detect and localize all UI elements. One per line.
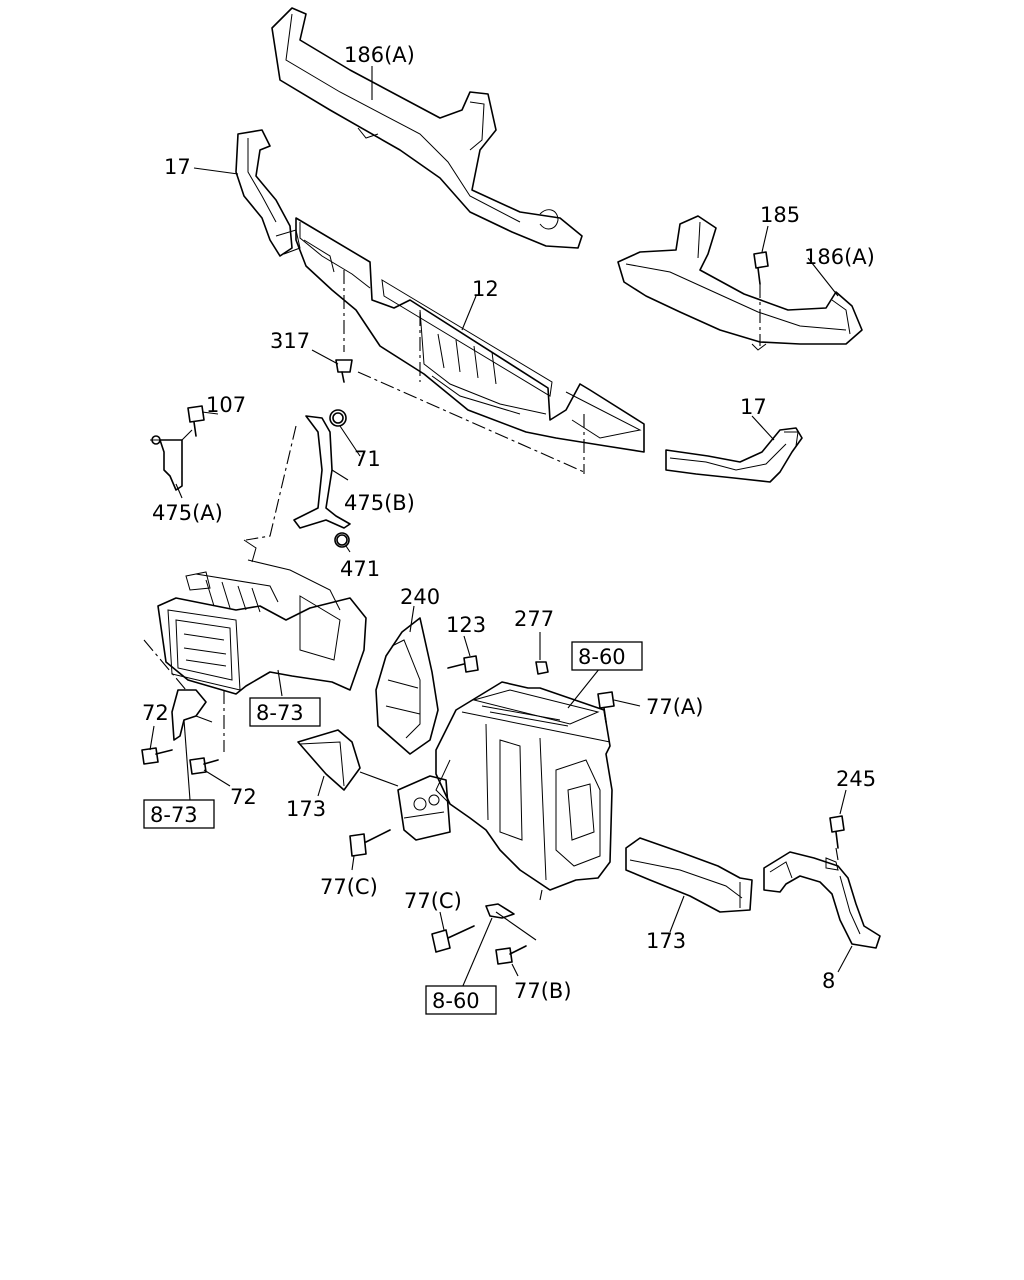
duct-173-left [297, 729, 361, 791]
panel-12-center [295, 217, 645, 453]
clip-72 [171, 689, 213, 741]
callout-labels: 186(A) 17 185 186(A) 12 317 107 17 71 47… [142, 43, 876, 1003]
callout-475b: 475(B) [344, 491, 415, 515]
blower-resistor-plate [397, 775, 451, 841]
fastener-123 [447, 655, 479, 673]
duct-186a-right [617, 215, 863, 351]
callout-186a-right: 186(A) [804, 245, 875, 269]
callout-240: 240 [400, 585, 440, 609]
fastener-72-left [141, 747, 173, 765]
nut-71 [329, 409, 347, 427]
callout-72-left: 72 [142, 701, 169, 725]
callout-173-left: 173 [286, 797, 326, 821]
ref-8-60-top: 8-60 [571, 641, 643, 671]
callout-71: 71 [354, 447, 381, 471]
fastener-77b [495, 945, 527, 965]
assembly-lines [143, 270, 839, 861]
callout-77b: 77(B) [514, 979, 572, 1003]
ref-8-60-bottom-label: 8-60 [432, 989, 480, 1013]
fastener-245 [829, 815, 845, 849]
callout-475a: 475(A) [152, 501, 223, 525]
fastener-317 [335, 359, 353, 383]
callout-77c-bottom: 77(C) [404, 889, 462, 913]
ref-8-73-mid: 8-73 [249, 697, 321, 727]
callout-17-right: 17 [740, 395, 767, 419]
nut-471 [334, 532, 350, 548]
callout-8: 8 [822, 969, 835, 993]
fastener-72-right [189, 757, 219, 775]
callout-317: 317 [270, 329, 310, 353]
callout-471: 471 [340, 557, 380, 581]
callout-277: 277 [514, 607, 554, 631]
fastener-185 [753, 251, 769, 285]
duct-8-right [763, 851, 881, 949]
reference-boxes: 8-60 8-73 8-73 8-60 [143, 641, 643, 1015]
fastener-77c-bottom [431, 925, 475, 953]
heater-unit [435, 681, 613, 891]
fastener-77c-left [349, 829, 391, 857]
callout-107: 107 [206, 393, 246, 417]
ref-8-73-left: 8-73 [143, 799, 215, 829]
duct-17-right [665, 427, 803, 483]
ref-8-73-left-label: 8-73 [150, 803, 198, 827]
duct-17-upper-left [235, 129, 301, 257]
callout-186a-top: 186(A) [344, 43, 415, 67]
ref-8-60-bottom: 8-60 [425, 985, 497, 1015]
callout-12: 12 [472, 277, 499, 301]
bracket-475a [150, 429, 193, 491]
callout-245: 245 [836, 767, 876, 791]
fastener-107 [187, 405, 205, 437]
ref-8-60-top-label: 8-60 [578, 645, 626, 669]
callout-173-right: 173 [646, 929, 686, 953]
callout-77a: 77(A) [646, 695, 703, 719]
callout-77c-left: 77(C) [320, 875, 378, 899]
callout-17-top: 17 [164, 155, 191, 179]
nut-277 [535, 661, 549, 675]
cover-240 [375, 617, 439, 755]
duct-186a-upper [271, 7, 583, 249]
fastener-77a [597, 691, 615, 723]
callout-185: 185 [760, 203, 800, 227]
ref-8-73-mid-label: 8-73 [256, 701, 304, 725]
bracket-475b [293, 412, 351, 546]
callout-123: 123 [446, 613, 486, 637]
blower-unit [157, 539, 367, 695]
leader-lines [149, 66, 853, 989]
callout-72-right: 72 [230, 785, 257, 809]
bracket-860-lower [485, 903, 515, 919]
duct-173-right [625, 837, 753, 913]
